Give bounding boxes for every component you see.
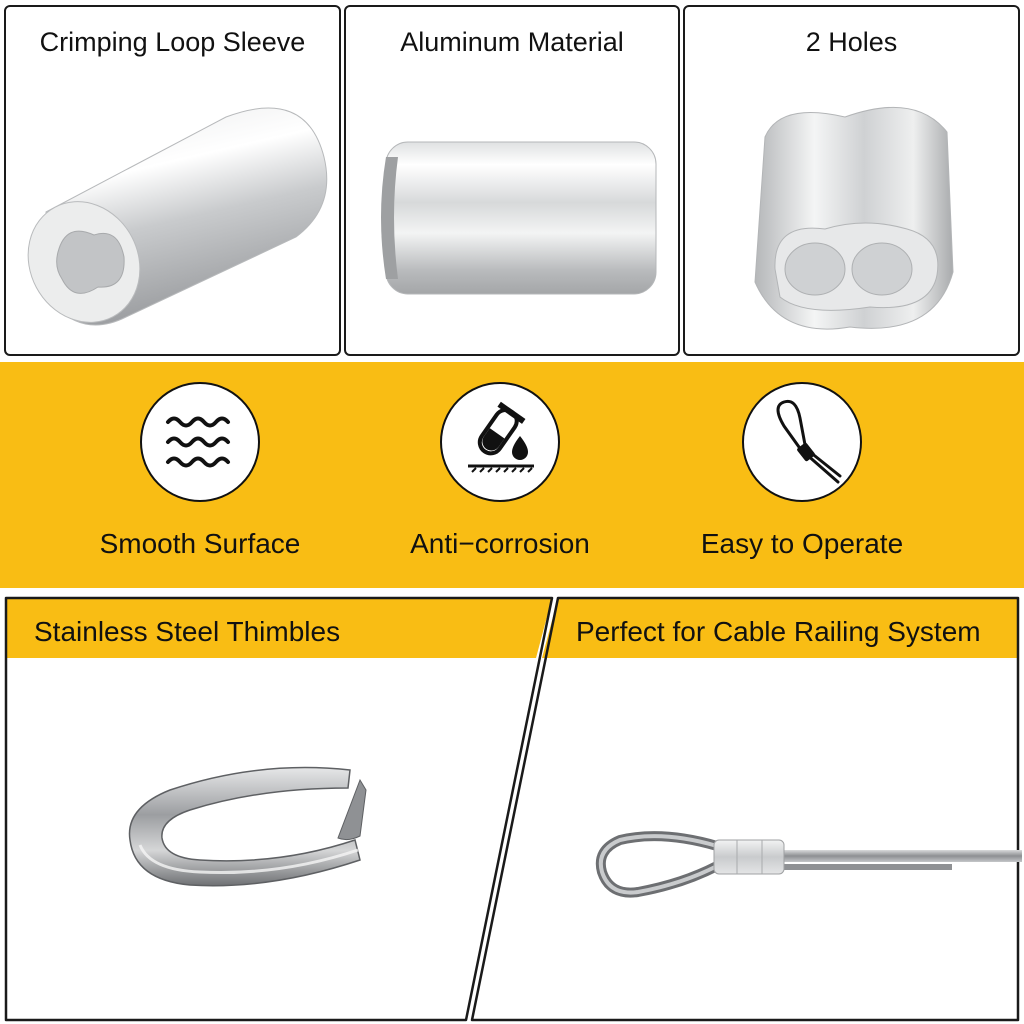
bottom-panels-frame — [4, 596, 1020, 1022]
aluminum-sleeve-side-photo — [381, 141, 657, 295]
stainless-thimble-photo — [128, 766, 367, 887]
feature-easy-to-operate: Easy to Operate — [672, 362, 932, 588]
panel-title-stainless-steel-thimbles: Stainless Steel Thimbles — [34, 616, 341, 647]
waves-icon — [140, 382, 260, 502]
test-tube-drop-icon — [440, 382, 560, 502]
feature-anti-corrosion: Anti−corrosion — [370, 362, 630, 588]
panel-title: Aluminum Material — [400, 27, 624, 57]
feature-smooth-surface: Smooth Surface — [70, 362, 330, 588]
panel-title: Crimping Loop Sleeve — [39, 27, 306, 57]
feature-label: Anti−corrosion — [410, 528, 590, 559]
feature-label: Easy to Operate — [700, 528, 904, 559]
cable-with-thimble-photo — [595, 831, 1022, 898]
panel-aluminum-material: Aluminum Material — [344, 5, 680, 356]
panel-title-cable-railing: Perfect for Cable Railing System — [576, 616, 981, 647]
panel-title: 2 Holes — [805, 27, 898, 57]
two-hole-sleeve-photo — [754, 106, 954, 330]
bottom-section: Stainless Steel Thimbles Perfect for Cab… — [0, 590, 1024, 1024]
crimping-loop-sleeve-photo — [27, 107, 328, 326]
panel-crimping-loop-sleeve: Crimping Loop Sleeve — [4, 5, 341, 356]
feature-label: Smooth Surface — [99, 528, 301, 559]
cable-loop-icon — [742, 382, 862, 502]
feature-band: Smooth Surface Anti−corrosion — [0, 362, 1024, 588]
panel-2-holes: 2 Holes — [683, 5, 1020, 356]
